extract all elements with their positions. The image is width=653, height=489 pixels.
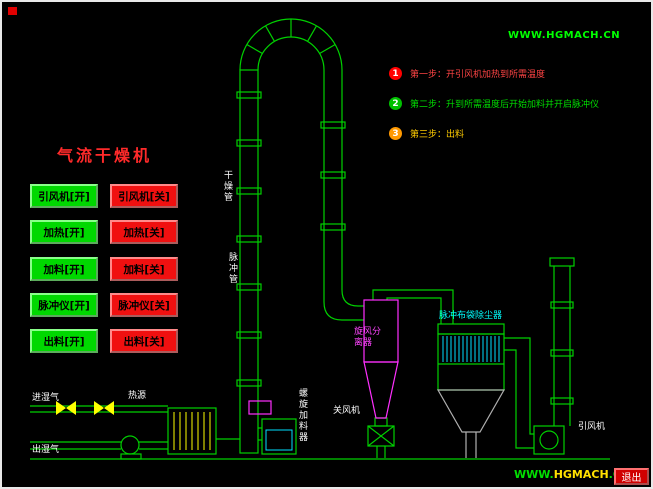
filter-cone-graphic [436,389,506,458]
step-1-badge: 1 [389,67,402,80]
step-2-badge: 2 [389,97,402,110]
watermark-bottom-part2: HGMACH [553,468,609,481]
cyclone-separator-graphic [248,299,399,419]
step-item-3: 3 第三步：出料 [389,127,464,140]
pulse-on-button[interactable]: 脉冲仪[开] [30,293,98,317]
page-title: 气流干燥机 [57,146,153,165]
green-pipework [30,18,610,460]
discharge-off-button[interactable]: 出料[关] [110,329,178,353]
discharge-on-button[interactable]: 出料[开] [30,329,98,353]
heater-coils-graphic [173,412,211,450]
heat-on-button[interactable]: 加热[开] [30,220,98,244]
step-3-badge: 3 [389,127,402,140]
filter-bags-graphic [265,336,500,451]
bag-dust-collector-label: 脉冲布袋除尘器 [439,311,503,321]
wet-gas-inlet-label: 进湿气 [32,393,60,403]
pulse-off-button[interactable]: 脉冲仪[关] [110,293,178,317]
watermark-bottom-part1: WWW. [514,468,554,481]
fan-off-button[interactable]: 引风机[关] [110,184,178,208]
step-1-text: 第一步：开引风机加热到所需温度 [410,70,546,80]
step-item-1: 1 第一步：开引风机加热到所需温度 [389,67,545,80]
valve-icons [56,401,114,415]
exit-button[interactable]: 退出 [614,468,649,485]
step-item-2: 2 第二步：升到所需温度后开始加料并开启脉冲仪 [389,97,599,110]
step-3-text: 第三步：出料 [410,130,465,140]
rotary-valve-label: 关风机 [333,406,361,416]
watermark-top: WWW.HGMACH.CN [508,30,621,41]
feed-on-button[interactable]: 加料[开] [30,257,98,281]
cyclone-separator-label: 旋风分离器 [354,327,382,348]
step-2-text: 第二步：升到所需温度后开始加料并开启脉冲仪 [410,100,600,110]
drying-tube-label: 干燥管 [222,170,232,203]
corner-marker [8,7,17,15]
wet-gas-outlet-label: 出湿气 [32,445,60,455]
heat-off-button[interactable]: 加热[关] [110,220,178,244]
watermark-bottom: WWW.HGMACH.CN [514,468,630,481]
heat-source-label: 热源 [128,391,147,401]
screw-feeder-label: 螺旋加料器 [297,388,307,443]
pulse-tube-label: 脉冲管 [227,252,237,285]
fan-on-button[interactable]: 引风机[开] [30,184,98,208]
feed-off-button[interactable]: 加料[关] [110,257,178,281]
induced-draft-fan-label: 引风机 [578,422,606,432]
